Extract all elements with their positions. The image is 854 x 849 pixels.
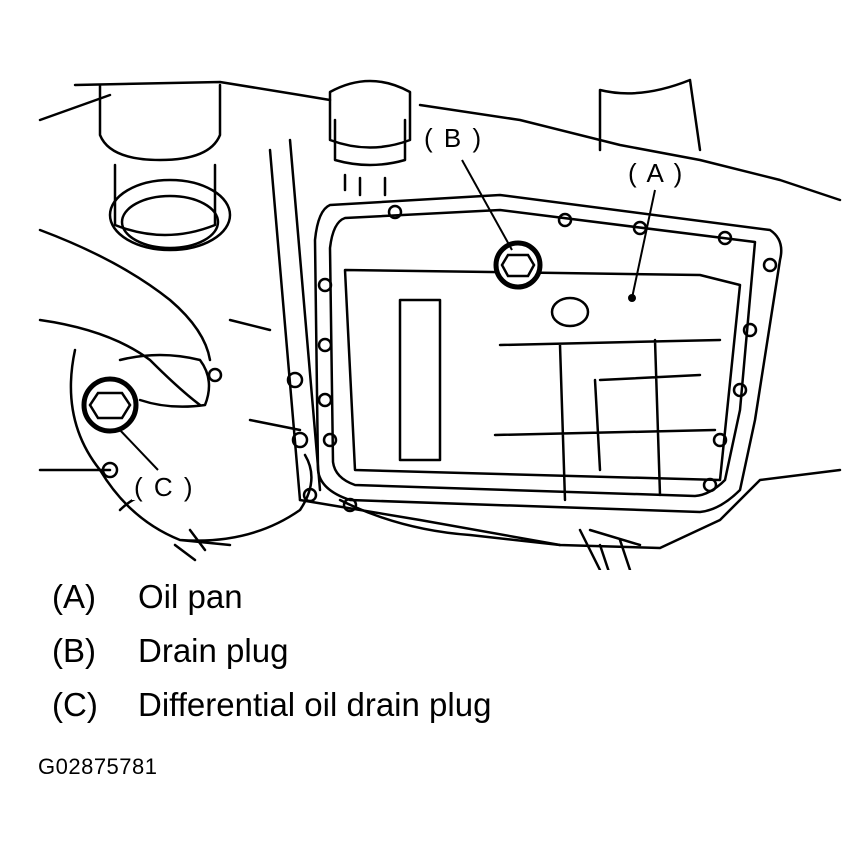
legend-key: (B) bbox=[52, 632, 96, 669]
callout-b-label: ( B ) bbox=[422, 123, 486, 153]
leader-line-a bbox=[632, 190, 655, 298]
filter-canister bbox=[100, 85, 220, 160]
left-pipe-end bbox=[120, 355, 209, 407]
legend-item-a: (A) Oil pan bbox=[52, 578, 812, 632]
differential-housing bbox=[71, 350, 312, 545]
leader-line-c bbox=[118, 428, 158, 470]
flange-bolts bbox=[319, 206, 776, 511]
oil-pan-flange-inner bbox=[330, 210, 755, 496]
left-pipe bbox=[40, 95, 210, 405]
legend-key: (A) bbox=[52, 578, 96, 615]
filter-base bbox=[115, 165, 215, 235]
legend: (A) Oil pan (B) Drain plug (C) Different… bbox=[52, 578, 812, 740]
legend-text: Drain plug bbox=[138, 632, 289, 669]
linkage bbox=[580, 530, 640, 570]
filter-ring bbox=[110, 180, 230, 250]
figure-id: G02875781 bbox=[38, 754, 158, 779]
drain-plug-c-icon bbox=[84, 379, 136, 431]
pan-ribs bbox=[400, 300, 440, 460]
legend-text: Differential oil drain plug bbox=[138, 686, 492, 723]
oil-pan-flange bbox=[315, 195, 781, 512]
case-lines bbox=[230, 140, 320, 500]
oil-pan-diagram bbox=[0, 0, 854, 570]
legend-text: Oil pan bbox=[138, 578, 243, 615]
drain-plug-b-icon bbox=[496, 243, 540, 287]
housing-lower-edge bbox=[40, 470, 840, 548]
diagram-line-art bbox=[0, 0, 854, 570]
filler-cap bbox=[330, 81, 410, 148]
housing-outline bbox=[75, 82, 840, 200]
right-cylinder bbox=[600, 80, 700, 150]
legend-item-c: (C) Differential oil drain plug bbox=[52, 686, 812, 740]
legend-key: (C) bbox=[52, 686, 98, 723]
leader-line-b bbox=[462, 160, 512, 250]
callout-a-label: ( A ) bbox=[626, 158, 687, 188]
legend-item-b: (B) Drain plug bbox=[52, 632, 812, 686]
callout-c-label: ( C ) bbox=[132, 472, 197, 502]
oil-pan-body bbox=[345, 270, 740, 480]
